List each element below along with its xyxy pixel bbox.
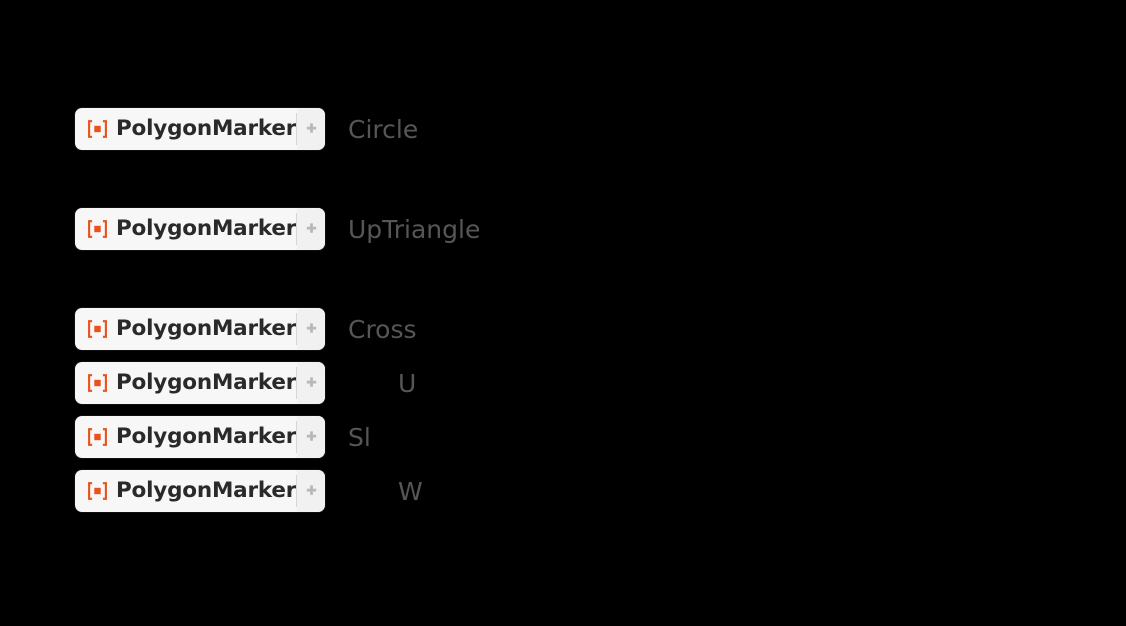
resource-function-label: PolygonMarker — [116, 370, 297, 396]
resource-function-label: PolygonMarker — [116, 478, 297, 504]
resource-function-button[interactable]: PolygonMarker — [75, 208, 325, 250]
button-divider — [296, 367, 297, 399]
button-divider — [296, 421, 297, 453]
resource-function-icon — [87, 427, 108, 447]
resource-function-icon — [87, 119, 108, 139]
output-label: W — [398, 476, 423, 506]
resource-function-main[interactable]: PolygonMarker — [75, 108, 296, 150]
resource-function-button[interactable]: PolygonMarker — [75, 108, 325, 150]
notebook-cell: PolygonMarker — [75, 362, 325, 404]
plus-icon[interactable] — [297, 416, 325, 458]
output-label: Circle — [348, 114, 419, 144]
resource-function-button[interactable]: PolygonMarker — [75, 470, 325, 512]
plus-icon[interactable] — [297, 362, 325, 404]
plus-icon[interactable] — [297, 470, 325, 512]
button-divider — [296, 213, 297, 245]
button-divider — [296, 475, 297, 507]
resource-function-button[interactable]: PolygonMarker — [75, 416, 325, 458]
plus-icon[interactable] — [297, 308, 325, 350]
resource-function-icon — [87, 319, 108, 339]
resource-function-icon — [87, 481, 108, 501]
plus-icon[interactable] — [297, 208, 325, 250]
resource-function-label: PolygonMarker — [116, 116, 297, 142]
plus-icon[interactable] — [297, 108, 325, 150]
button-divider — [296, 313, 297, 345]
notebook-cell: PolygonMarker — [75, 208, 325, 250]
output-label: U — [398, 368, 417, 398]
notebook-cell: PolygonMarker — [75, 470, 325, 512]
resource-function-main[interactable]: PolygonMarker — [75, 416, 296, 458]
button-divider — [296, 113, 297, 145]
notebook-cell: PolygonMarker — [75, 308, 325, 350]
resource-function-main[interactable]: PolygonMarker — [75, 208, 296, 250]
resource-function-button[interactable]: PolygonMarker — [75, 362, 325, 404]
resource-function-icon — [87, 373, 108, 393]
resource-function-main[interactable]: PolygonMarker — [75, 470, 296, 512]
output-label: Sl — [348, 422, 371, 452]
resource-function-icon — [87, 219, 108, 239]
resource-function-main[interactable]: PolygonMarker — [75, 362, 296, 404]
resource-function-main[interactable]: PolygonMarker — [75, 308, 296, 350]
output-label: Cross — [348, 314, 417, 344]
resource-function-label: PolygonMarker — [116, 316, 297, 342]
resource-function-label: PolygonMarker — [116, 216, 297, 242]
output-label: UpTriangle — [348, 214, 481, 244]
notebook-cell: PolygonMarker — [75, 416, 325, 458]
notebook-cell: PolygonMarker — [75, 108, 325, 150]
resource-function-label: PolygonMarker — [116, 424, 297, 450]
resource-function-button[interactable]: PolygonMarker — [75, 308, 325, 350]
